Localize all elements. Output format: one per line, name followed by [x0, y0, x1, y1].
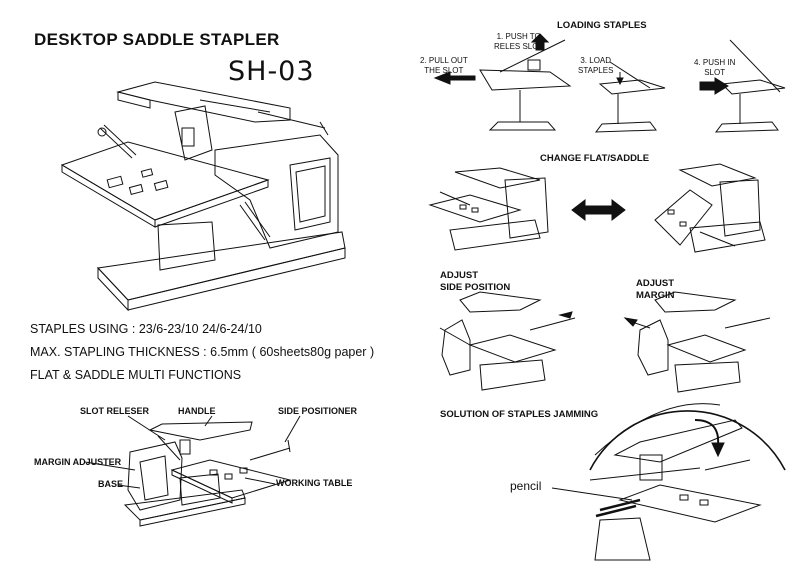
step4-label: 4. PUSH IN SLOT [694, 58, 735, 78]
label-slot-releser: SLOT RELESER [80, 406, 150, 416]
step1-line2: RELES SLOT [494, 42, 544, 51]
adjust-margin-title: ADJUST MARGIN [636, 278, 675, 302]
loading-staples-title: LOADING STAPLES [557, 20, 647, 31]
document-title: DESKTOP SADDLE STAPLER [34, 30, 280, 49]
adjust-margin-line2: MARGIN [636, 290, 675, 301]
staples-jamming-title: SOLUTION OF STAPLES JAMMING [440, 409, 599, 420]
change-flat-saddle-title: CHANGE FLAT/SADDLE [540, 153, 650, 164]
label-side-positioner: SIDE POSITIONER [278, 406, 358, 416]
spec-staples-using: STAPLES USING : 23/6-23/10 24/6-24/10 [30, 322, 262, 336]
step2-label: 2. PULL OUT THE SLOT [420, 56, 468, 76]
step3-line1: 3. LOAD [580, 56, 612, 65]
step1-label: 1. PUSH TO RELES SLOT [494, 32, 543, 52]
spec-max-thickness: MAX. STAPLING THICKNESS : 6.5mm ( 60shee… [30, 345, 375, 359]
pencil-label: pencil [510, 479, 542, 493]
step2-line1: 2. PULL OUT [420, 56, 468, 65]
step4-line2: SLOT [704, 68, 726, 77]
label-base: BASE [98, 479, 124, 489]
model-number: SH-03 [228, 56, 315, 87]
step3-line2: STAPLES [578, 66, 614, 75]
adjust-margin-line1: ADJUST [636, 278, 675, 289]
adjust-side-position-title: ADJUST SIDE POSITION [440, 270, 510, 294]
label-working-table: WORKING TABLE [276, 478, 353, 488]
step4-line1: 4. PUSH IN [694, 58, 736, 67]
adjust-side-line1: ADJUST [440, 270, 479, 281]
spec-functions: FLAT & SADDLE MULTI FUNCTIONS [30, 368, 242, 382]
step3-label: 3. LOAD STAPLES [578, 56, 613, 76]
label-handle: HANDLE [178, 406, 216, 416]
adjust-side-line2: SIDE POSITION [440, 282, 511, 293]
step1-line1: 1. PUSH TO [496, 32, 541, 41]
label-margin-adjuster: MARGIN ADJUSTER [34, 457, 122, 467]
step2-line2: THE SLOT [424, 66, 464, 75]
